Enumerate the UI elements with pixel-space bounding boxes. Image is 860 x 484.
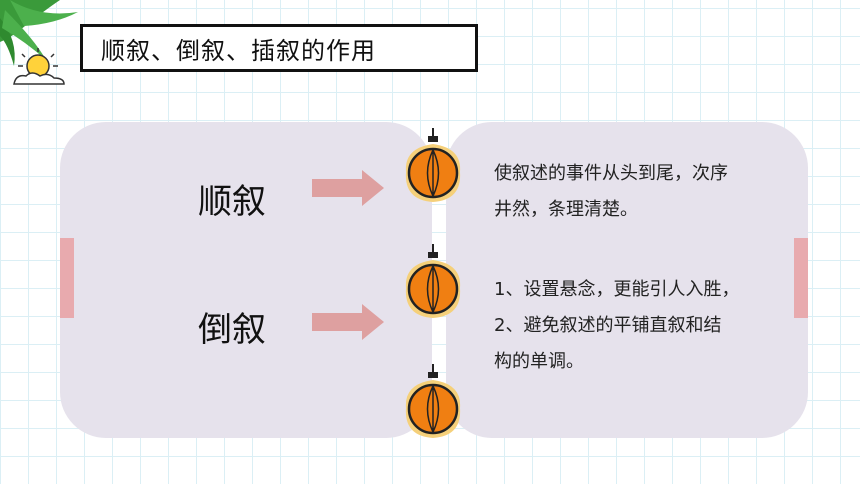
description-line: 井然，条理清楚。	[494, 199, 638, 220]
arrow-right-icon	[312, 304, 384, 340]
forward-description: 使叙述的事件从头到尾，次序 井然，条理清楚。	[494, 156, 784, 228]
sun-cloud-icon	[13, 48, 65, 85]
lantern-icon	[405, 364, 461, 438]
palm-leaves-icon	[0, 0, 78, 66]
term-forward: 顺叙	[198, 182, 266, 222]
left-accent-bar	[60, 238, 74, 318]
right-accent-bar	[794, 238, 808, 318]
lantern-icon	[405, 128, 461, 202]
right-panel	[446, 122, 808, 438]
description-line: 1、设置悬念，更能引人入胜，	[494, 279, 740, 300]
description-line: 构的单调。	[494, 351, 584, 372]
page-title: 顺叙、倒叙、插叙的作用	[101, 36, 376, 65]
arrow-right-icon	[312, 170, 384, 206]
lantern-icon	[405, 244, 461, 318]
term-flashback: 倒叙	[198, 310, 266, 350]
flashback-description: 1、设置悬念，更能引人入胜， 2、避免叙述的平铺直叙和结 构的单调。	[494, 272, 784, 380]
description-line: 使叙述的事件从头到尾，次序	[494, 163, 728, 184]
title-box: 顺叙、倒叙、插叙的作用	[80, 24, 478, 72]
left-panel	[60, 122, 432, 438]
description-line: 2、避免叙述的平铺直叙和结	[494, 315, 722, 336]
